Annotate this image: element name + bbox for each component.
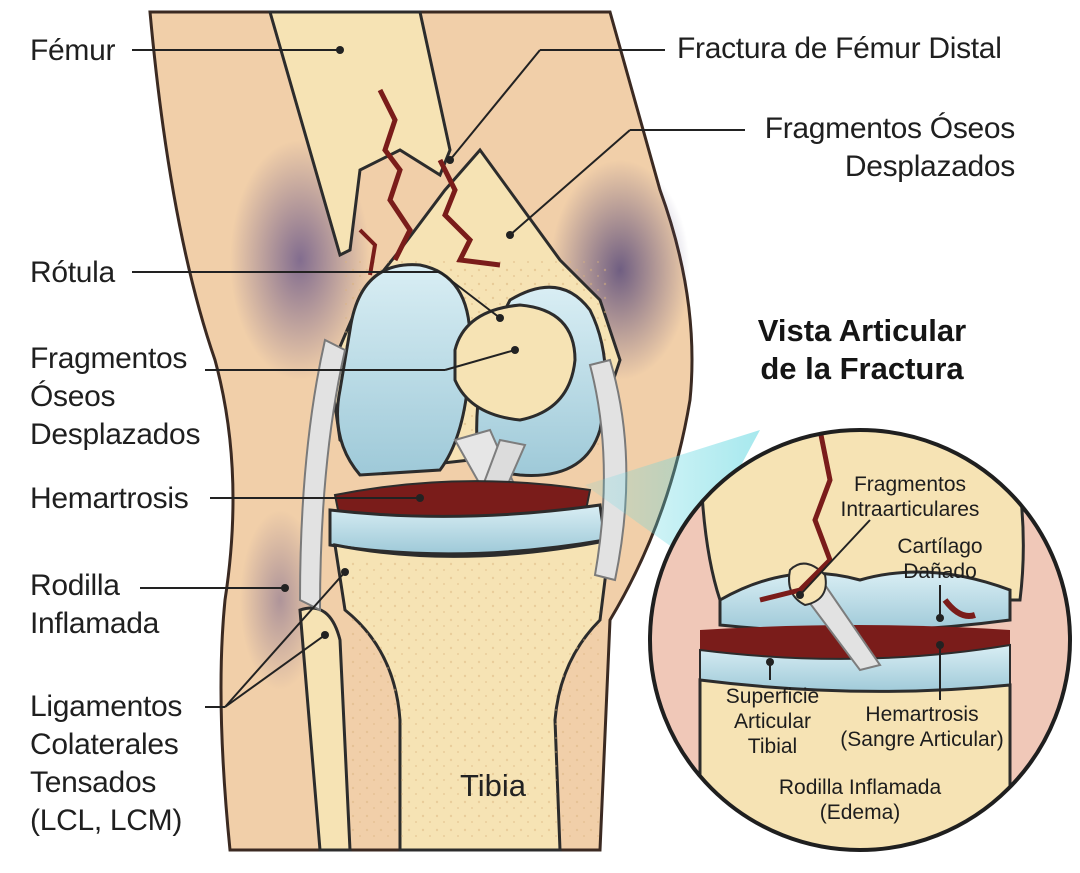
patella [453,303,577,422]
inset-label-rodilla: Rodilla Inflamada (Edema) [778,776,942,824]
inset-label-cartilago: Cartílago Dañado [897,535,983,583]
inset-label-superficie: Superficie Articular Tibial [725,685,820,758]
zoom-beam [585,430,760,560]
label-fractura: Fractura de Fémur Distal [677,32,1002,65]
fracture-crack [377,88,413,262]
inset-title: Vista Articular de la Fractura [757,313,967,386]
collateral-ligament-lateral [298,338,347,612]
leader-lines [132,49,941,708]
inset-view [650,430,1070,850]
inset-label-hemartrosis: Hemartrosis (Sangre Articular) [840,703,1004,751]
label-tibia: Tibia [460,768,527,803]
inset-border [648,428,1072,852]
fibula-bone [298,606,352,852]
label-hemartrosis: Hemartrosis [30,482,189,515]
inset-label-fragmentos: Fragmentos Intraarticulares [840,473,980,521]
fracture-crack [437,158,501,268]
label-femur: Fémur [30,34,116,67]
femur-shaft [268,10,452,258]
label-rotula: Rótula [30,256,115,289]
collateral-ligament-medial [588,358,628,582]
